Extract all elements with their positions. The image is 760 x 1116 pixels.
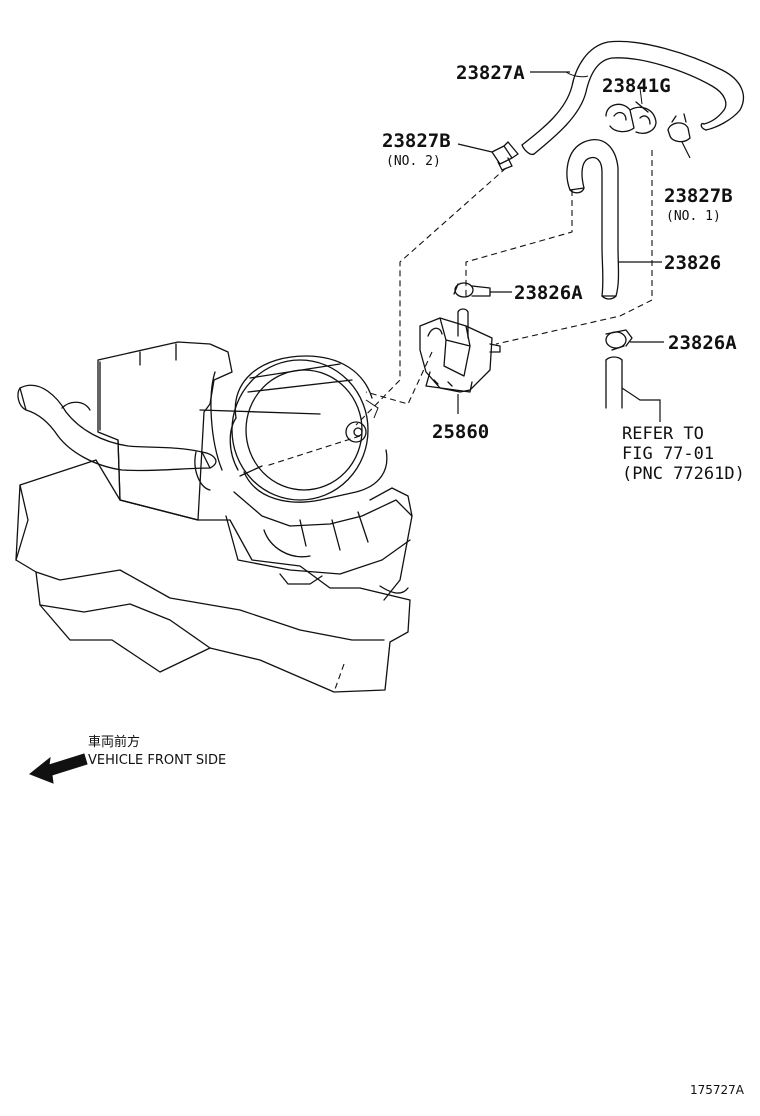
label-23826A-right: 23826A	[668, 332, 737, 354]
clip-23827B-no1	[667, 113, 691, 159]
clamp-23826A-left	[453, 282, 512, 298]
arrow-left-icon	[29, 753, 88, 784]
label-23826: 23826	[664, 252, 721, 274]
direction-label-english: VEHICLE FRONT SIDE	[88, 753, 226, 768]
reference-line-1: REFER TO	[622, 424, 704, 444]
label-25860: 25860	[432, 421, 489, 443]
reference-line-2: FIG 77-01	[622, 444, 714, 464]
pipe-to-fig-77-01	[605, 356, 661, 422]
vsv-25860	[419, 308, 501, 414]
label-23827B-no1-sub: (NO. 1)	[666, 209, 721, 224]
hose-23827A	[521, 40, 745, 156]
clip-23827B-no2	[457, 141, 519, 171]
label-23827B-no2: 23827B	[382, 130, 451, 152]
label-23827B-no1: 23827B	[664, 185, 733, 207]
engine-illustration	[15, 341, 413, 693]
figure-code: 175727A	[690, 1083, 745, 1097]
label-23826A-left: 23826A	[514, 282, 583, 304]
label-23827B-no2-sub: (NO. 2)	[386, 154, 441, 169]
label-23841G: 23841G	[602, 75, 671, 97]
hose-23826	[566, 139, 662, 300]
assembly-leader-lines	[265, 150, 653, 693]
clamp-23841G	[605, 87, 657, 134]
clamp-23826A-right	[605, 329, 664, 351]
label-23827A: 23827A	[456, 62, 525, 84]
direction-label-japanese: 車両前方	[88, 734, 140, 750]
reference-line-3: (PNC 77261D)	[622, 464, 745, 484]
